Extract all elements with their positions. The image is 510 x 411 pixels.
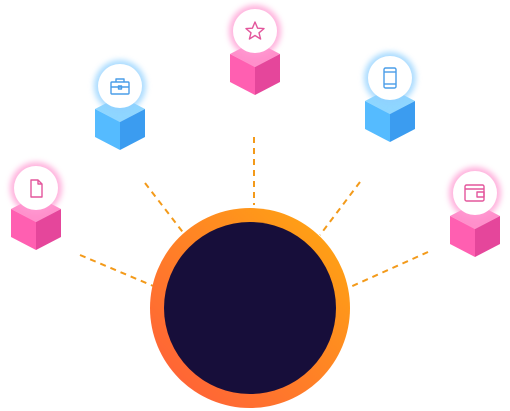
badge-circle (453, 171, 497, 215)
cube-left (11, 209, 36, 250)
node-mobile[interactable] (364, 52, 416, 142)
briefcase-icon (110, 78, 130, 95)
badge-circle (233, 9, 277, 53)
cube-right (120, 109, 145, 150)
node-star[interactable] (229, 5, 281, 95)
cube-right (255, 54, 280, 95)
connector-mobile (319, 181, 361, 236)
central-hub (150, 208, 350, 408)
wallet-icon (464, 184, 485, 202)
document-icon (30, 179, 43, 198)
cube-left (450, 216, 475, 257)
hub-core (164, 222, 336, 394)
cube-left (95, 109, 120, 150)
node-document[interactable] (10, 162, 62, 250)
connector-wallet (347, 251, 429, 289)
cube-right (475, 216, 500, 257)
connector-briefcase (144, 182, 186, 236)
cube-right (36, 209, 61, 250)
mobile-icon (383, 67, 397, 89)
cube-left (230, 54, 255, 95)
node-briefcase[interactable] (94, 60, 146, 150)
node-wallet[interactable] (449, 167, 501, 257)
badge-circle (14, 166, 58, 210)
star-icon (245, 21, 265, 40)
connector-document (79, 254, 159, 289)
cube-right (390, 101, 415, 142)
connectors (79, 137, 429, 289)
badge-circle (368, 56, 412, 100)
cube-left (365, 101, 390, 142)
